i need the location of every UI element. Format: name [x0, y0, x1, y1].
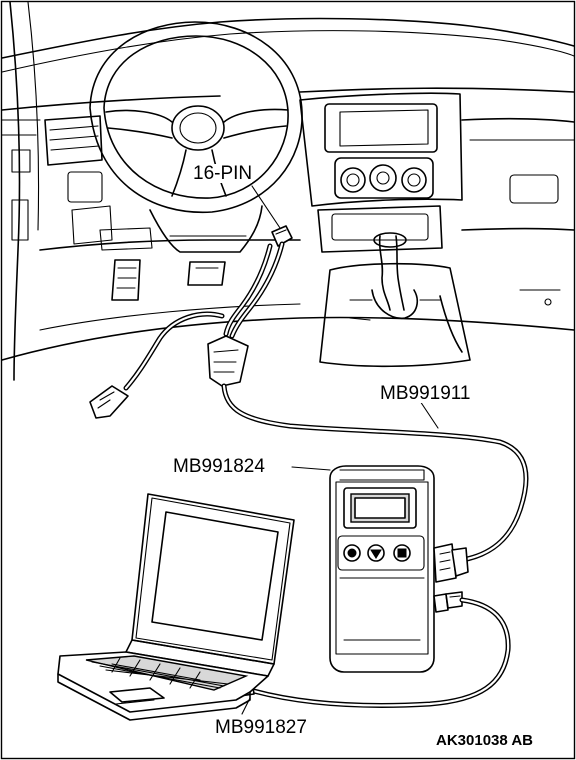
obd-cable [89, 185, 529, 563]
usb-cable-label: MB991911 [380, 383, 471, 404]
vci-unit [329, 465, 469, 673]
figure-reference-code: AK301038 AB [436, 732, 533, 749]
steering-wheel [89, 21, 303, 253]
dashboard [1, 1, 575, 381]
laptop [57, 493, 295, 721]
vci-unit-label: MB991824 [173, 456, 265, 477]
pin-connector-label: 16-PIN [193, 163, 253, 184]
laptop-cable-label: MB991827 [215, 717, 307, 738]
